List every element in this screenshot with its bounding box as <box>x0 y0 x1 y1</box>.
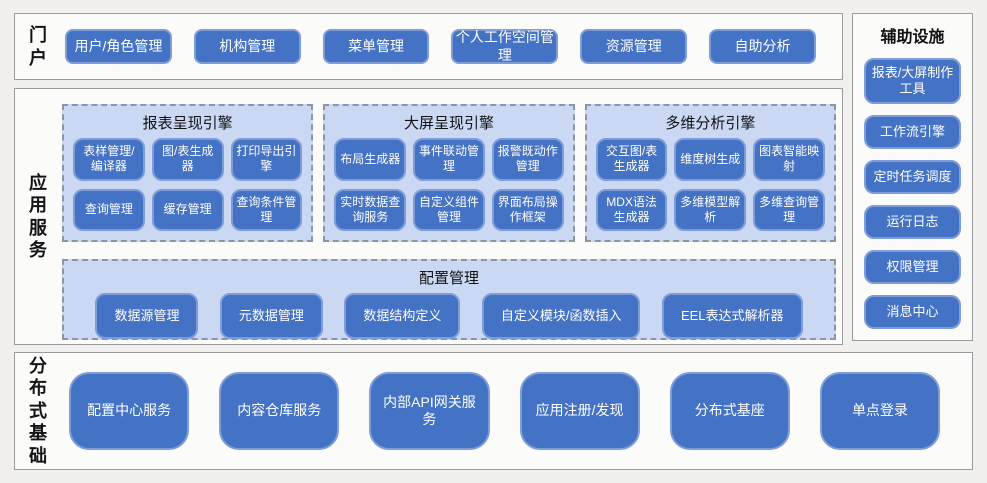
distributed-item: 配置中心服务 <box>69 372 190 450</box>
config-items-row: 数据源管理 元数据管理 数据结构定义 自定义模块/函数插入 EEL表达式解析器 <box>74 293 824 339</box>
engine-item: 查询条件管理 <box>230 188 303 231</box>
config-item: 元数据管理 <box>219 293 323 339</box>
engine-item: 缓存管理 <box>151 188 224 231</box>
engine-item: 交互图/表生成器 <box>595 138 668 181</box>
config-panel-title: 配置管理 <box>418 270 479 287</box>
portal-items-row: 用户/角色管理 机构管理 菜单管理 个人工作空间管理 资源管理 自助分析 <box>61 14 842 79</box>
engines-row: 报表呈现引擎 表样管理/编译器 图/表生成器 打印导出引擎 查询管理 缓存管理 … <box>62 104 836 242</box>
distributed-item: 单点登录 <box>819 372 941 450</box>
config-management-panel: 配置管理 数据源管理 元数据管理 数据结构定义 自定义模块/函数插入 EEL表达… <box>62 259 836 340</box>
engine-multidim-analysis: 多维分析引擎 交互图/表生成器 维度树生成 图表智能映射 MDX语法生成器 多维… <box>584 104 836 242</box>
distributed-item: 内容仓库服务 <box>219 372 340 450</box>
portal-section-label: 门户 <box>28 25 47 68</box>
distributed-items-row: 配置中心服务 内容仓库服务 内部API网关服务 应用注册/发现 分布式基座 单点… <box>61 353 972 469</box>
engine-grid: 布局生成器 事件联动管理 报警既动作管理 实时数据查询服务 自定义组件管理 界面… <box>334 138 564 231</box>
engine-item: 界面布局操作框架 <box>491 188 564 231</box>
engine-report-rendering: 报表呈现引擎 表样管理/编译器 图/表生成器 打印导出引擎 查询管理 缓存管理 … <box>62 104 314 242</box>
distributed-item: 分布式基座 <box>669 372 790 450</box>
auxiliary-item: 定时任务调度 <box>864 160 961 194</box>
config-item: 数据源管理 <box>95 293 199 339</box>
engine-item: 多维模型解析 <box>674 188 747 231</box>
portal-item: 机构管理 <box>193 29 301 64</box>
distributed-foundation-section: 分布式基础 配置中心服务 内容仓库服务 内部API网关服务 应用注册/发现 分布… <box>14 352 973 470</box>
distributed-section-label: 分布式基础 <box>28 355 47 466</box>
engine-item: 维度树生成 <box>674 138 747 181</box>
engine-item: 事件联动管理 <box>413 138 485 181</box>
portal-section: 门户 用户/角色管理 机构管理 菜单管理 个人工作空间管理 资源管理 自助分析 <box>14 13 843 80</box>
engine-item: 查询管理 <box>73 188 145 231</box>
engine-grid: 表样管理/编译器 图/表生成器 打印导出引擎 查询管理 缓存管理 查询条件管理 <box>73 138 303 231</box>
engine-item: 打印导出引擎 <box>230 138 303 181</box>
auxiliary-item: 消息中心 <box>864 295 961 329</box>
app-services-section-label: 应用服务 <box>28 172 47 261</box>
engine-item: 布局生成器 <box>334 138 407 181</box>
distributed-item: 应用注册/发现 <box>519 372 640 450</box>
engine-item: 自定义组件管理 <box>413 188 485 231</box>
distributed-item: 内部API网关服务 <box>369 372 490 450</box>
auxiliary-items-list: 报表/大屏制作工具 工作流引擎 定时任务调度 运行日志 权限管理 消息中心 <box>864 58 961 329</box>
engine-item: 多维查询管理 <box>753 188 825 231</box>
app-services-section: 应用服务 报表呈现引擎 表样管理/编译器 图/表生成器 打印导出引擎 查询管理 … <box>14 88 843 345</box>
auxiliary-panel-title: 辅助设施 <box>880 29 945 46</box>
engine-title: 多维分析引擎 <box>665 115 756 132</box>
portal-item: 用户/角色管理 <box>65 29 172 64</box>
engine-item: 实时数据查询服务 <box>334 188 407 231</box>
app-services-content: 报表呈现引擎 表样管理/编译器 图/表生成器 打印导出引擎 查询管理 缓存管理 … <box>61 89 842 344</box>
engine-item: MDX语法生成器 <box>595 188 668 231</box>
portal-item: 个人工作空间管理 <box>451 29 559 64</box>
engine-grid: 交互图/表生成器 维度树生成 图表智能映射 MDX语法生成器 多维模型解析 多维… <box>595 138 825 231</box>
engine-item: 图/表生成器 <box>151 138 224 181</box>
engine-item: 表样管理/编译器 <box>73 138 145 181</box>
portal-item: 资源管理 <box>580 29 688 64</box>
auxiliary-item: 运行日志 <box>864 205 961 239</box>
auxiliary-item: 工作流引擎 <box>864 115 961 149</box>
engine-bigscreen-rendering: 大屏呈现引擎 布局生成器 事件联动管理 报警既动作管理 实时数据查询服务 自定义… <box>323 104 575 242</box>
auxiliary-item: 权限管理 <box>864 250 961 284</box>
auxiliary-item: 报表/大屏制作工具 <box>864 58 961 104</box>
engine-item: 图表智能映射 <box>753 138 825 181</box>
engine-title: 报表呈现引擎 <box>142 115 233 132</box>
portal-item: 菜单管理 <box>322 29 430 64</box>
config-item: 数据结构定义 <box>344 293 461 339</box>
auxiliary-panel: 辅助设施 报表/大屏制作工具 工作流引擎 定时任务调度 运行日志 权限管理 消息… <box>852 13 973 341</box>
engine-item: 报警既动作管理 <box>491 138 564 181</box>
config-item: EEL表达式解析器 <box>661 293 803 339</box>
portal-item: 自助分析 <box>709 29 816 64</box>
config-item: 自定义模块/函数插入 <box>481 293 641 339</box>
engine-title: 大屏呈现引擎 <box>403 115 494 132</box>
